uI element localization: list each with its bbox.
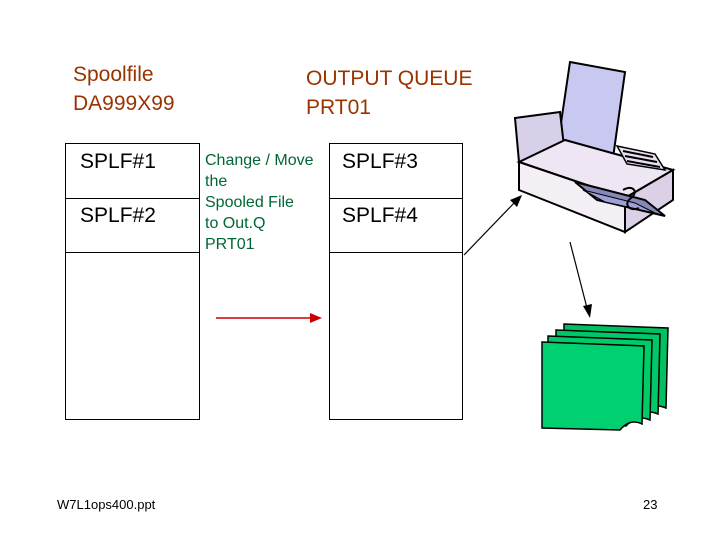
queue-divider: [66, 198, 199, 199]
annotation-line: to Out.Q: [205, 215, 266, 232]
page-number: 23: [643, 497, 658, 512]
output-queue: SPLF#3 SPLF#4: [329, 143, 463, 420]
splf-3: SPLF#3: [342, 150, 418, 173]
spoolfile-queue: SPLF#1 SPLF#2: [65, 143, 200, 420]
queue-divider: [66, 252, 199, 253]
splf-1: SPLF#1: [80, 150, 156, 173]
move-annotation: Change / Move the Spooled File to Out.Q …: [205, 150, 314, 255]
to-output-arrow: [569, 241, 592, 318]
move-arrow: [216, 313, 322, 323]
to-printer-arrow: [463, 195, 522, 256]
annotation-line: Change / Move: [205, 152, 314, 169]
spoolfile-title: Spoolfile DA999X99: [73, 60, 175, 118]
printed-output-icon: [541, 323, 669, 431]
splf-2: SPLF#2: [80, 204, 156, 227]
queue-divider: [330, 198, 462, 199]
annotation-line: PRT01: [205, 236, 255, 253]
output-queue-title: OUTPUT QUEUE PRT01: [306, 64, 472, 122]
printer-icon: [513, 60, 676, 234]
annotation-line: the: [205, 173, 228, 190]
annotation-line: Spooled File: [205, 194, 294, 211]
queue-divider: [330, 252, 462, 253]
output-queue-label: OUTPUT QUEUE: [306, 67, 473, 90]
output-queue-name: PRT01: [306, 96, 371, 119]
splf-4: SPLF#4: [342, 204, 418, 227]
spoolfile-name: DA999X99: [73, 92, 175, 115]
spoolfile-label: Spoolfile: [73, 63, 154, 86]
footer-filename: W7L1ops400.ppt: [57, 497, 156, 512]
